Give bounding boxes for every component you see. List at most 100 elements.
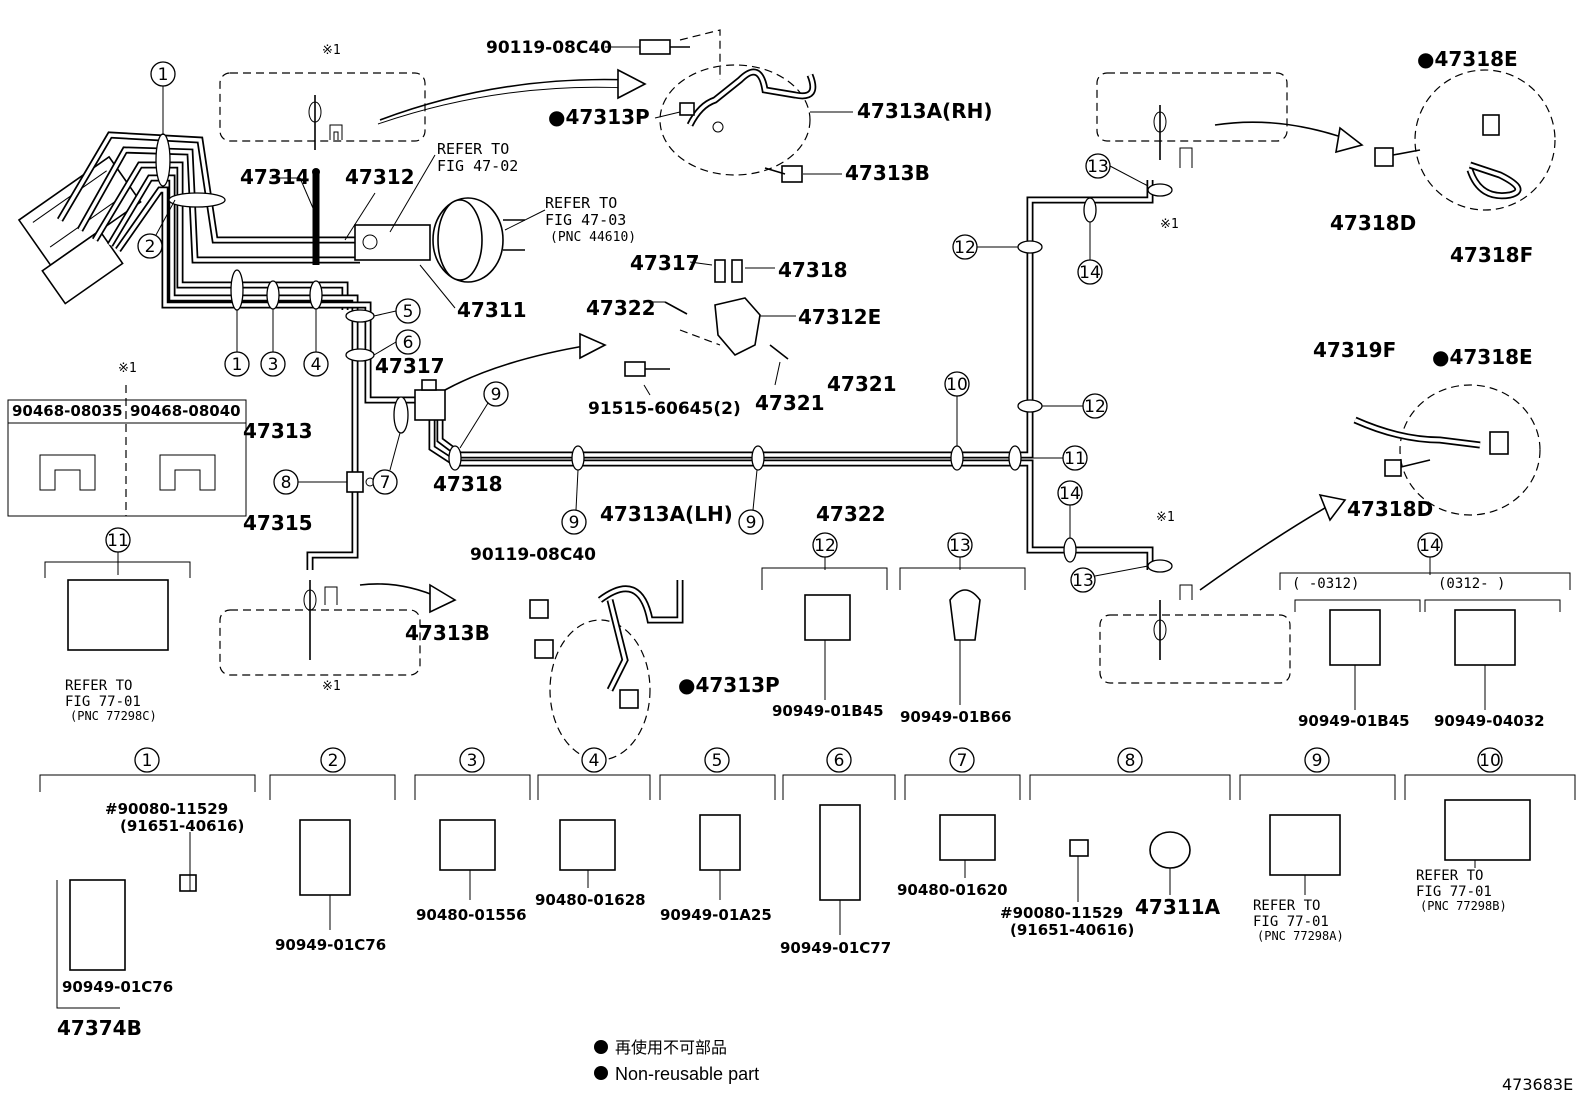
- label-p13-part: 90949-01B66: [900, 708, 1012, 726]
- label-90119-mid: 90119-08C40: [470, 545, 596, 565]
- svg-text:13: 13: [1087, 157, 1109, 177]
- label-47318E-top: ●47318E: [1417, 47, 1518, 71]
- callout-8a: 8: [273, 469, 299, 495]
- svg-text:10: 10: [946, 375, 968, 395]
- callout-14c: 14: [1417, 532, 1443, 558]
- label-p14-part-a: 90949-01B45: [1298, 712, 1410, 730]
- callout-13a: 13: [1085, 153, 1111, 179]
- label-47318E-mid: ●47318E: [1432, 345, 1533, 369]
- label-refer-7701c-c: (PNC 77298C): [70, 709, 157, 723]
- label-refer-4702-b: FIG 47-02: [437, 157, 518, 175]
- part-labels: 90119-08C40 ●47313P 47313A(RH) 47313B 47…: [12, 38, 1545, 1040]
- label-refer-4703-c: (PNC 44610): [550, 230, 636, 245]
- svg-text:5: 5: [403, 302, 414, 322]
- svg-text:1: 1: [142, 751, 153, 771]
- svg-text:9: 9: [569, 513, 580, 533]
- label-p12-part: 90949-01B45: [772, 702, 884, 720]
- callout-11b: 11: [105, 527, 131, 553]
- svg-text:14: 14: [1079, 263, 1101, 283]
- label-47318-top: 47318: [778, 258, 848, 282]
- label-91515: 91515-60645(2): [588, 399, 741, 419]
- note-mark-1: ※1: [322, 43, 341, 58]
- label-p2-part: 90949-01C76: [275, 936, 386, 954]
- detail-frame-top-left: [219, 68, 647, 150]
- label-p14-date-a: ( -0312): [1292, 576, 1359, 592]
- callout-10b: 10: [1477, 747, 1503, 773]
- label-47318D-top: 47318D: [1330, 211, 1416, 235]
- callout-12a: 12: [952, 234, 978, 260]
- label-47374B: 47374B: [57, 1016, 142, 1040]
- svg-text:12: 12: [954, 238, 976, 258]
- label-p14-part-b: 90949-04032: [1434, 712, 1545, 730]
- label-refer-7701c-a: REFER TO: [65, 678, 132, 694]
- svg-text:4: 4: [589, 751, 600, 771]
- master-cylinder-assembly: [17, 131, 546, 480]
- label-refer-7701c-b: FIG 77-01: [65, 694, 141, 710]
- label-47313B-top: 47313B: [845, 161, 930, 185]
- label-47317-top: 47317: [630, 251, 700, 275]
- callout-6b: 6: [826, 747, 852, 773]
- label-47315: 47315: [243, 511, 313, 535]
- svg-text:2: 2: [145, 237, 156, 257]
- callout-1b: 1: [224, 351, 250, 377]
- label-47317-mid: 47317: [375, 354, 445, 378]
- lh-flex-hose-detail: [219, 580, 684, 761]
- rh-flex-hose-detail: [605, 29, 853, 183]
- callout-13c: 13: [947, 532, 973, 558]
- callout-7b: 7: [949, 747, 975, 773]
- label-plate-a: 90468-08035: [12, 402, 123, 420]
- label-refer-7701b-b: FIG 77-01: [1416, 884, 1492, 900]
- callout-9d: 9: [1304, 747, 1330, 773]
- callout-9c: 9: [738, 509, 764, 535]
- note-mark-3: ※1: [322, 679, 341, 694]
- legend-en: Non-reusable part: [615, 1064, 759, 1084]
- label-plate-b: 90468-08040: [130, 402, 241, 420]
- label-47318F: 47318F: [1450, 243, 1533, 267]
- svg-text:13: 13: [1072, 571, 1094, 591]
- svg-text:5: 5: [712, 751, 723, 771]
- svg-text:9: 9: [746, 513, 757, 533]
- label-47313P-mid: ●47313P: [678, 673, 780, 697]
- svg-text:1: 1: [232, 355, 243, 375]
- callout-circles: 1 2 1 3 4 5 6 7 8 9 9 9 10 11 12 12 13 1…: [105, 61, 1503, 773]
- callout-4a: 4: [303, 351, 329, 377]
- svg-text:13: 13: [949, 536, 971, 556]
- label-47321-pipe: 47321: [827, 372, 897, 396]
- label-p1-bolt-b: (91651-40616): [120, 817, 244, 835]
- note-mark-2: ※1: [118, 361, 137, 376]
- label-47321-valve: 47321: [755, 391, 825, 415]
- callout-2a: 2: [137, 233, 163, 259]
- svg-text:9: 9: [1312, 751, 1323, 771]
- callout-10a: 10: [944, 371, 970, 397]
- label-p8-bolt-b: (91651-40616): [1010, 921, 1134, 939]
- rear-lh-detail: [1099, 384, 1541, 684]
- callout-6a: 6: [395, 329, 421, 355]
- label-90119-top: 90119-08C40: [486, 38, 612, 58]
- svg-text:10: 10: [1479, 751, 1501, 771]
- callout-9a: 9: [483, 381, 509, 407]
- svg-text:6: 6: [403, 333, 414, 353]
- callout-11a: 11: [1062, 445, 1088, 471]
- callout-5b: 5: [704, 747, 730, 773]
- svg-text:14: 14: [1419, 536, 1441, 556]
- svg-text:6: 6: [834, 751, 845, 771]
- label-47322-pipe: 47322: [816, 502, 886, 526]
- label-p3-part: 90480-01556: [416, 906, 527, 924]
- note-mark-5: ※1: [1156, 510, 1175, 525]
- figure-id: 473683E: [1502, 1075, 1573, 1094]
- label-p6-part: 90949-01C77: [780, 939, 891, 957]
- callout-12c: 12: [812, 532, 838, 558]
- callout-3a: 3: [260, 351, 286, 377]
- svg-text:3: 3: [268, 355, 279, 375]
- svg-text:8: 8: [1125, 751, 1136, 771]
- svg-text:11: 11: [107, 531, 129, 551]
- callout-14b: 14: [1057, 480, 1083, 506]
- svg-text:3: 3: [467, 751, 478, 771]
- label-p7-part: 90480-01620: [897, 881, 1008, 899]
- legend: 再使用不可部品 Non-reusable part: [594, 1038, 759, 1084]
- label-47313A-rh: 47313A(RH): [857, 99, 992, 123]
- label-refer-7701a-c: (PNC 77298A): [1257, 929, 1344, 943]
- proportioning-valve: [624, 259, 796, 396]
- label-47312E: 47312E: [798, 305, 881, 329]
